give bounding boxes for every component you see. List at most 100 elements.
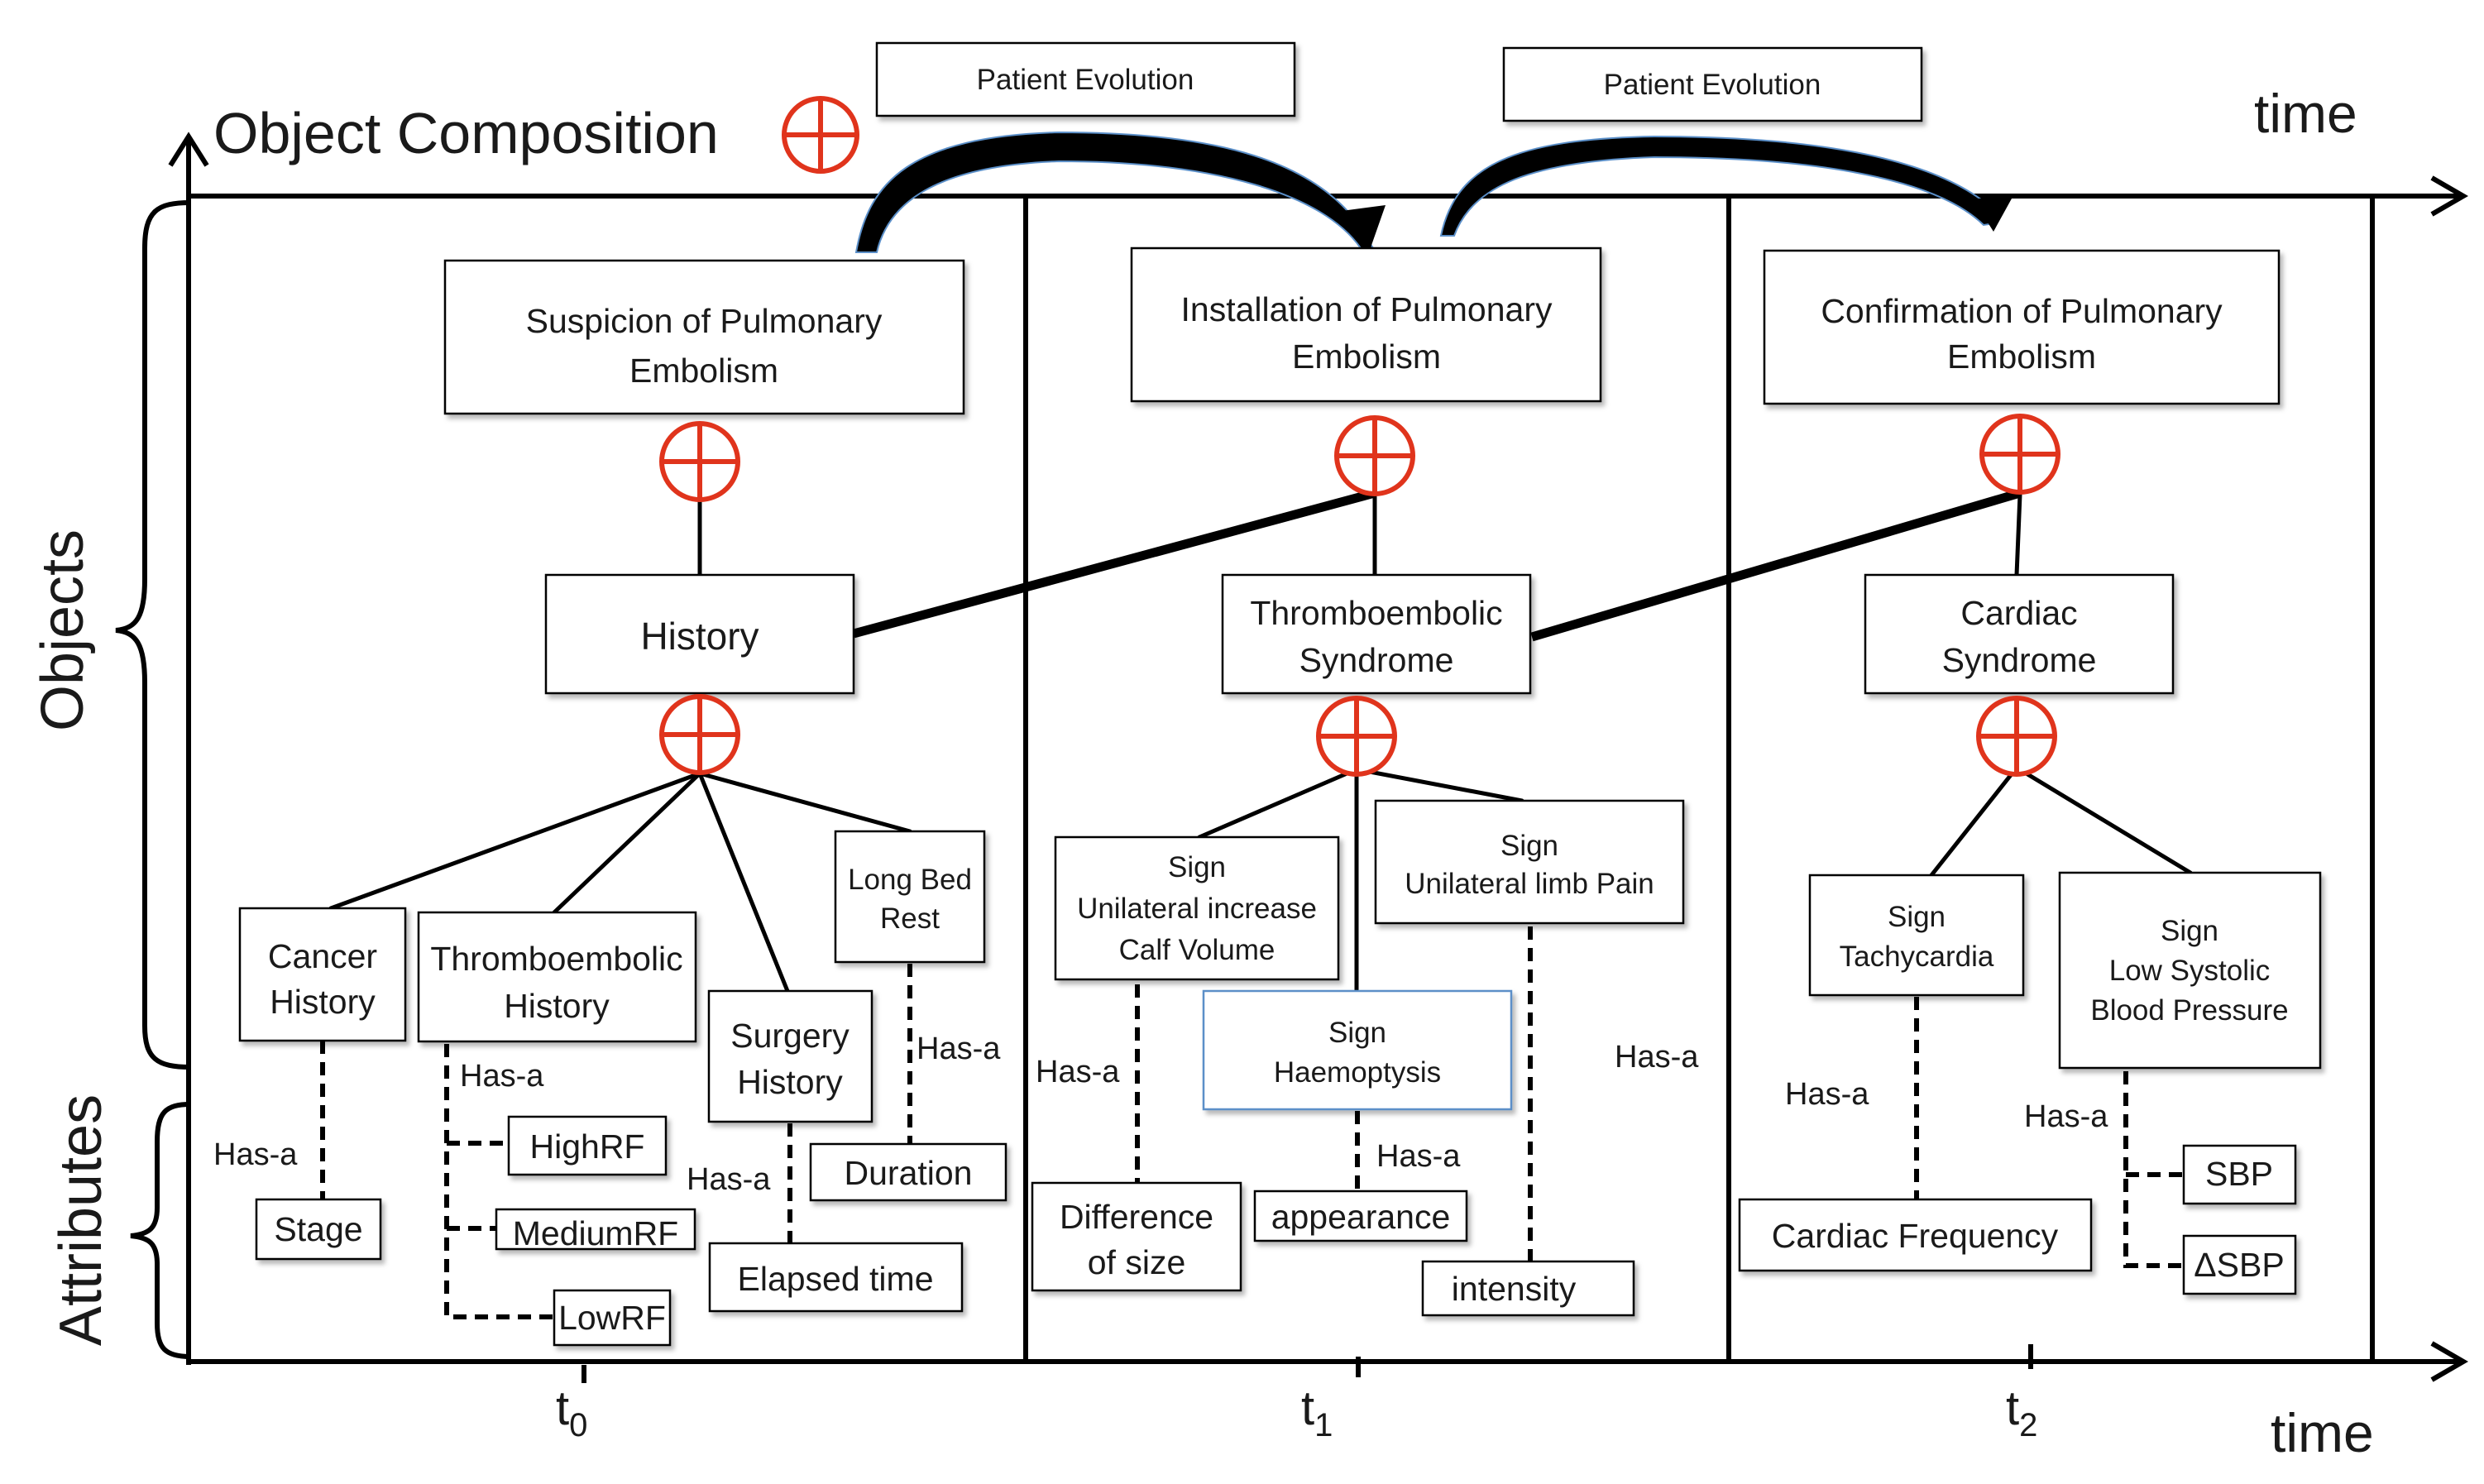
connector [697,771,790,993]
sign-low-sbp-label-3: Blood Pressure [2090,994,2288,1027]
history-label: History [640,615,759,658]
confirmation-pe-box [1763,249,2281,405]
highrf-label: HighRF [530,1127,645,1166]
time-label-bottom: time [2271,1402,2374,1463]
sign-haemoptysis-box [1202,989,1513,1111]
thromboembolic-syndrome-label: Thromboembolic [1250,594,1502,632]
cardiac-syndrome-box [1864,573,2175,695]
confirmation-pe-label-2: Embolism [1947,337,2096,376]
mediumrf-box [495,1208,696,1251]
surgery-history-label: Surgery [730,1017,850,1055]
svg-text:t2: t2 [2006,1381,2037,1443]
duration-box [809,1142,1007,1202]
intensity-box [1421,1260,1635,1317]
thromboembolic-history-box [417,911,697,1043]
has-a-longbed-label: Has-a [917,1032,1001,1066]
sign-calf-label-3: Calf Volume [1119,934,1276,966]
svg-text:t1: t1 [1301,1381,1333,1443]
connector [1354,767,1524,803]
cardiac-syndrome-label-2: Syndrome [1942,641,2097,679]
thromboembolic-syndrome-box [1221,573,1532,695]
mediumrf-label: MediumRF [513,1214,678,1252]
long-bed-rest-box [834,830,986,964]
installation-pe-label-2: Embolism [1292,337,1441,376]
intensity-label: intensity [1452,1270,1577,1308]
has-a-limb-label: Has-a [1615,1040,1699,1075]
top-axis-arrowhead [2430,175,2468,217]
connector [1197,767,1359,840]
composition-plus-icon [1982,416,2058,492]
patient-evolution-box-2 [1502,46,1923,122]
history-box [544,573,855,695]
has-a-surgery-label: Has-a [687,1162,771,1197]
bottom-axis-arrowhead [2430,1341,2468,1382]
sign-low-sbp-label-2: Low Systolic [2109,955,2271,987]
elapsed-time-box [708,1242,964,1313]
objects-brace [115,200,191,1070]
delta-sbp-box [2182,1234,2297,1295]
sign-low-sbp-label: Sign [2161,915,2218,947]
long-bed-rest-label: Long Bed [848,864,972,896]
has-a-cancer-label: Has-a [213,1137,298,1172]
has-a-calf-label: Has-a [1036,1055,1120,1089]
cancer-history-label: Cancer [268,937,377,975]
sbp-label: SBP [2205,1155,2273,1193]
lowrf-box [553,1289,672,1347]
difference-of-size-box [1031,1181,1242,1292]
composition-plus-icon [662,424,738,500]
suspicion-pe-box [443,259,965,415]
sign-limb-label: Sign [1500,830,1558,862]
panel-t1: Installation of Pulmonary Embolism Throm… [1031,247,1699,1317]
evolution-arrowhead-2 [1973,199,2012,232]
appearance-box [1253,1190,1468,1242]
object-composition-title: Object Composition [213,101,719,165]
duration-label: Duration [845,1154,973,1192]
confirmation-pe-label: Confirmation of Pulmonary [1821,292,2223,330]
evolution-arrowhead-1 [1342,205,1386,252]
sign-haemoptysis-label-2: Haemoptysis [1274,1056,1441,1089]
link-thromboembolic-to-cardiac-syndrome [1530,488,2022,642]
sign-limb-label-2: Unilateral limb Pain [1405,868,1654,900]
tick-label-t2: t2 [2006,1381,2037,1443]
suspicion-pe-label-2: Embolism [629,352,778,390]
time-label-top: time [2254,83,2357,144]
patient-evolution-box-1 [875,41,1296,117]
tick-label-t0: t0 [556,1381,587,1443]
composition-plus-icon [1337,418,1413,494]
elapsed-time-label: Elapsed time [737,1260,933,1298]
connector [2014,492,2022,577]
connector [1929,765,2019,878]
sign-calf-volume-box [1054,835,1340,981]
connector [328,771,702,911]
appearance-label: appearance [1271,1198,1451,1236]
attributes-label: Attributes [48,1094,114,1346]
evolution-arrow-1 [854,131,1375,253]
surgery-history-box [707,989,873,1123]
sbp-box [2182,1144,2297,1205]
installation-pe-label: Installation of Pulmonary [1181,290,1553,328]
composition-plus-icon [1319,698,1395,774]
suspicion-pe-label: Suspicion of Pulmonary [526,302,883,340]
cardiac-frequency-label: Cardiac Frequency [1772,1217,2059,1255]
attributes-brace [130,1102,191,1359]
sign-limb-pain-box [1374,799,1685,925]
lowrf-label: LowRF [558,1299,666,1337]
tick-label-t1: t1 [1301,1381,1333,1443]
cardiac-frequency-box [1738,1198,2093,1272]
stage-label: Stage [274,1210,362,1248]
link-history-to-thromboembolic-syndrome [852,488,1376,639]
delta-sbp-label: ΔSBP [2194,1246,2284,1284]
difference-of-size-label: Difference [1060,1198,1213,1236]
sign-calf-label-2: Unilateral increase [1077,893,1317,925]
composition-circle-plus-icon [782,96,859,174]
has-a-connector [444,1044,554,1319]
difference-of-size-label-2: of size [1088,1243,1186,1281]
panel-t0: Suspicion of Pulmonary Embolism History … [213,259,1007,1347]
sign-haemoptysis-label: Sign [1328,1017,1386,1049]
sign-low-sbp-box [2058,871,2322,1070]
has-a-connector [2123,1071,2184,1268]
cancer-history-label-2: History [270,983,376,1021]
has-a-tachy-label: Has-a [1785,1077,1869,1112]
cancer-history-box [238,907,407,1042]
connector [2014,765,2193,875]
